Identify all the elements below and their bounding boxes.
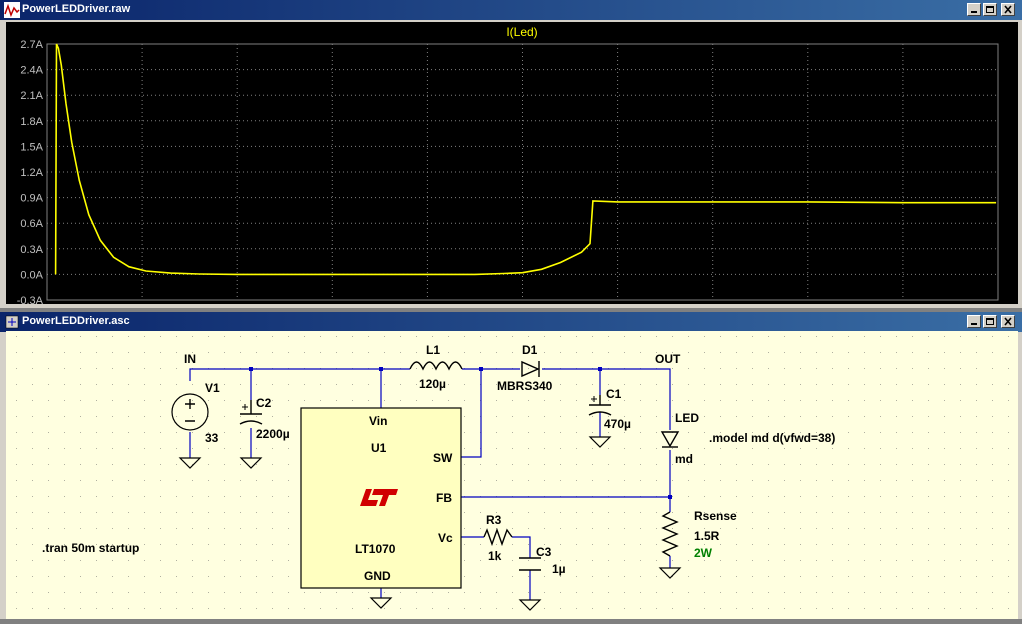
ground-icon xyxy=(658,567,682,579)
v1-voltage-source[interactable] xyxy=(171,393,209,431)
schematic-window-titlebar[interactable]: PowerLEDDriver.asc xyxy=(0,312,1022,332)
v1-value: 33 xyxy=(205,431,219,445)
tran-directive[interactable]: .tran 50m startup xyxy=(42,541,139,555)
plot-grid xyxy=(46,43,999,301)
rsense-power: 2W xyxy=(694,546,713,560)
v1-name: V1 xyxy=(205,381,220,395)
c2-name: C2 xyxy=(256,396,272,410)
maximize-button[interactable] xyxy=(983,3,997,16)
c1-value: 470µ xyxy=(604,417,631,431)
maximize-icon xyxy=(986,6,994,13)
rsense-value: 1.5R xyxy=(694,529,720,543)
wires xyxy=(189,368,671,600)
rsense-resistor[interactable] xyxy=(661,511,679,557)
y-tick-label: 0.9A xyxy=(20,193,43,205)
trace-i-led[interactable] xyxy=(54,43,997,276)
y-tick-label: 2.1A xyxy=(20,90,43,102)
l1-name: L1 xyxy=(426,343,440,357)
linear-tech-logo-icon xyxy=(360,489,398,506)
schematic-app-icon xyxy=(5,315,19,329)
u1-pin-vin: Vin xyxy=(369,414,387,428)
u1-chip[interactable] xyxy=(300,407,462,589)
waveform-chart[interactable]: 2.7A 2.4A 2.1A 1.8A 1.5A 1.2A 0.9A 0.6A 0.3A 0.0A… xyxy=(6,22,1018,318)
schematic-maximize-button[interactable] xyxy=(983,315,997,328)
d1-name: D1 xyxy=(522,343,538,357)
d1-diode[interactable] xyxy=(521,360,540,378)
y-tick-label: 1.5A xyxy=(20,141,43,153)
led-diode[interactable] xyxy=(660,431,680,448)
ground-symbols xyxy=(178,436,682,611)
y-tick-label: 1.8A xyxy=(20,116,43,128)
waveform-window-title: PowerLEDDriver.raw xyxy=(22,3,131,15)
trace-label[interactable]: I(Led) xyxy=(506,25,537,39)
c2-capacitor[interactable] xyxy=(239,400,263,425)
net-label-out: OUT xyxy=(655,352,681,366)
c3-value: 1µ xyxy=(552,562,566,576)
led-name: LED xyxy=(675,411,699,425)
u1-pin-sw: SW xyxy=(433,451,453,465)
net-label-in: IN xyxy=(184,352,196,366)
d1-value: MBRS340 xyxy=(497,379,553,393)
c2-value: 2200µ xyxy=(256,427,290,441)
l1-inductor[interactable] xyxy=(409,361,463,371)
y-tick-label: -0.3A xyxy=(17,295,44,304)
minimize-button[interactable] xyxy=(967,3,981,16)
c1-name: C1 xyxy=(606,387,622,401)
close-icon xyxy=(1004,317,1012,326)
u1-pin-vc: Vc xyxy=(438,531,453,545)
y-tick-label: 2.4A xyxy=(20,65,43,77)
c1-capacitor[interactable] xyxy=(588,395,612,416)
junction-dots xyxy=(249,367,672,499)
schematic-drawing[interactable]: V1 33 C2 2200µ L1 120µ D1 MBRS340 IN OUT xyxy=(6,331,1018,619)
y-axis-ticks: 2.7A 2.4A 2.1A 1.8A 1.5A 1.2A 0.9A 0.6A 0.3A 0.0A… xyxy=(17,39,44,307)
close-icon xyxy=(1004,5,1012,14)
minimize-icon xyxy=(971,323,977,325)
maximize-icon xyxy=(986,318,994,325)
u1-part: LT1070 xyxy=(355,542,396,556)
minimize-icon xyxy=(971,11,977,13)
ground-icon xyxy=(369,597,393,609)
schematic-minimize-button[interactable] xyxy=(967,315,981,328)
y-tick-label: 0.6A xyxy=(20,218,43,230)
schematic-close-button[interactable] xyxy=(1001,315,1015,328)
c3-name: C3 xyxy=(536,545,552,559)
schematic-canvas[interactable]: V1 33 C2 2200µ L1 120µ D1 MBRS340 IN OUT xyxy=(6,331,1018,619)
rsense-name: Rsense xyxy=(694,509,737,523)
y-tick-label: 0.0A xyxy=(20,269,43,281)
r3-resistor[interactable] xyxy=(483,527,513,547)
l1-value: 120µ xyxy=(419,377,446,391)
u1-name: U1 xyxy=(371,441,387,455)
schematic-window-title: PowerLEDDriver.asc xyxy=(22,315,130,327)
r3-value: 1k xyxy=(488,549,502,563)
ground-icon xyxy=(588,436,612,448)
model-directive[interactable]: .model md d(vfwd=38) xyxy=(709,431,835,445)
ground-icon xyxy=(518,599,542,611)
led-value: md xyxy=(675,452,693,466)
u1-pin-fb: FB xyxy=(436,491,452,505)
close-button[interactable] xyxy=(1001,3,1015,16)
y-tick-label: 2.7A xyxy=(20,39,43,51)
waveform-app-icon xyxy=(4,2,20,18)
r3-name: R3 xyxy=(486,513,502,527)
schematic-grid xyxy=(6,331,1018,619)
waveform-window-titlebar[interactable]: PowerLEDDriver.raw xyxy=(0,0,1022,20)
ground-icon xyxy=(178,457,202,469)
waveform-plot[interactable]: 2.7A 2.4A 2.1A 1.8A 1.5A 1.2A 0.9A 0.6A 0.3A 0.0A… xyxy=(6,22,1018,318)
c3-capacitor[interactable] xyxy=(519,557,541,571)
y-tick-label: 0.3A xyxy=(20,244,43,256)
y-tick-label: 1.2A xyxy=(20,167,43,179)
ground-icon xyxy=(239,457,263,469)
u1-pin-gnd: GND xyxy=(364,569,391,583)
plot-frame xyxy=(46,43,999,301)
